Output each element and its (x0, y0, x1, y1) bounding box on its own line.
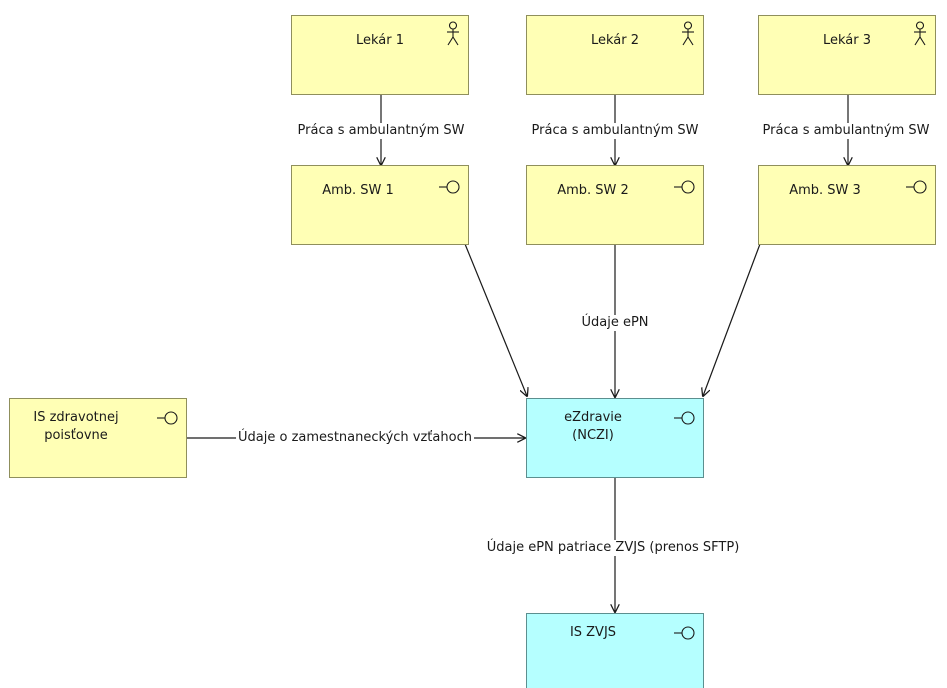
node-amb-sw-1[interactable]: Amb. SW 1 (291, 165, 469, 245)
edge-label-zvjs: Údaje ePN patriace ZVJS (prenos SFTP) (484, 540, 742, 556)
node-ezdravie-label-line1: eZdravie (564, 410, 622, 425)
edge-amb3-ezdravie[interactable] (703, 243, 761, 396)
node-is-zvjs[interactable]: IS ZVJS (526, 613, 704, 688)
interface-icon (906, 180, 927, 194)
node-lekar-2[interactable]: Lekár 2 (526, 15, 704, 95)
edge-label-zp: Údaje o zamestnaneckých vzťahoch (236, 430, 474, 446)
actor-icon (682, 21, 694, 46)
actor-icon (447, 21, 459, 46)
interface-icon (439, 180, 460, 194)
node-is-zp-label-line1: IS zdravotnej (33, 410, 119, 425)
node-lekar-1-label: Lekár 1 (355, 33, 405, 48)
interface-icon (674, 626, 695, 640)
node-lekar-2-label: Lekár 2 (590, 33, 640, 48)
edge-label-e1: Práca s ambulantným SW (295, 123, 467, 139)
node-is-zdravotnej-poistovne[interactable]: IS zdravotnej poisťovne (9, 398, 187, 478)
node-amb-sw-2-label: Amb. SW 2 (557, 183, 629, 198)
edge-label-e3: Práca s ambulantným SW (760, 123, 932, 139)
node-lekar-3-label: Lekár 3 (822, 33, 872, 48)
edge-label-e2: Práca s ambulantným SW (529, 123, 701, 139)
node-lekar-1[interactable]: Lekár 1 (291, 15, 469, 95)
interface-icon (674, 411, 695, 425)
node-ezdravie-label: eZdravie (NCZI) (527, 409, 659, 445)
actor-icon (914, 21, 926, 46)
node-is-zp-label-line2: poisťovne (44, 428, 108, 443)
node-amb-sw-3[interactable]: Amb. SW 3 (758, 165, 936, 245)
node-ezdravie[interactable]: eZdravie (NCZI) (526, 398, 704, 478)
interface-icon (674, 180, 695, 194)
node-is-zp-label: IS zdravotnej poisťovne (10, 409, 142, 445)
node-amb-sw-2[interactable]: Amb. SW 2 (526, 165, 704, 245)
edge-label-amb: Údaje ePN (579, 315, 651, 331)
edge-amb1-ezdravie[interactable] (464, 243, 527, 396)
node-lekar-3[interactable]: Lekár 3 (758, 15, 936, 95)
node-ezdravie-label-line2: (NCZI) (572, 428, 614, 443)
node-is-zvjs-label: IS ZVJS (569, 625, 617, 640)
interface-icon (157, 411, 178, 425)
node-amb-sw-1-label: Amb. SW 1 (322, 183, 394, 198)
node-amb-sw-3-label: Amb. SW 3 (789, 183, 861, 198)
